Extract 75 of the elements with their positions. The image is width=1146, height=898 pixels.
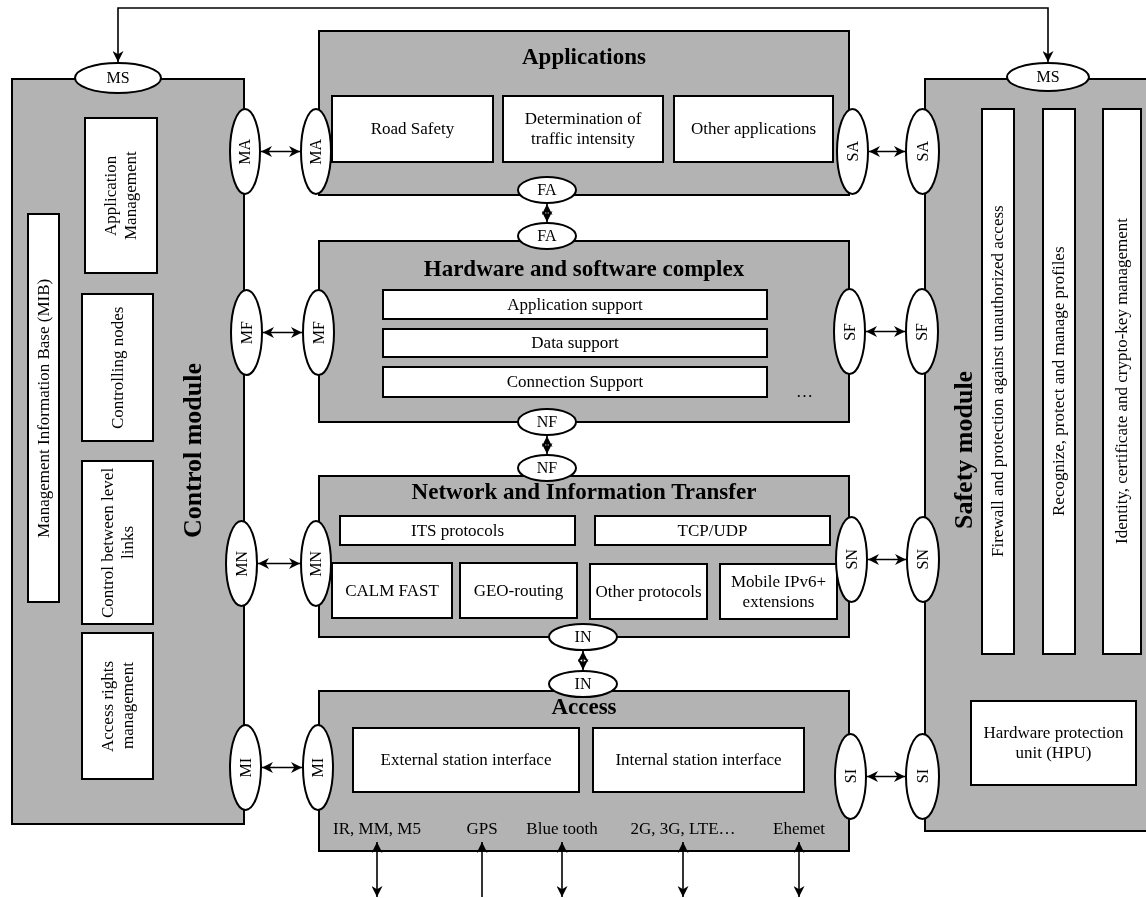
- function-box: Recognize, protect and manage profiles: [1042, 108, 1076, 655]
- panel-title: Hardware and software complex: [422, 256, 746, 282]
- function-box: Internal station interface: [592, 727, 805, 793]
- function-box: Other protocols: [589, 563, 708, 620]
- double-arrow: [371, 841, 383, 898]
- interface-ellipse: SN: [835, 516, 868, 603]
- interface-ellipse: IN: [548, 670, 618, 698]
- interface-ellipse: MF: [302, 289, 335, 376]
- double-arrow: [261, 762, 303, 773]
- interface-ellipse: SF: [833, 288, 866, 375]
- double-arrow: [112, 7, 1054, 63]
- function-box: Hardware protection unit (HPU): [970, 700, 1137, 786]
- interface-ellipse: MI: [229, 724, 262, 811]
- function-box: Controlling nodes: [81, 293, 154, 442]
- double-arrow: [866, 771, 906, 782]
- interface-ellipse: MS: [1006, 62, 1090, 92]
- function-box: Management Information Base (MIB): [27, 213, 60, 603]
- interface-ellipse: NF: [517, 408, 577, 436]
- double-arrow: [868, 146, 906, 157]
- function-box: ITS protocols: [339, 515, 576, 546]
- interface-ellipse: SA: [836, 108, 869, 195]
- double-arrow: [556, 841, 568, 898]
- interface-ellipse: MN: [300, 520, 332, 607]
- function-box: External station interface: [352, 727, 580, 793]
- interface-ellipse: FA: [517, 176, 577, 204]
- interface-ellipse: SA: [905, 108, 940, 195]
- interface-ellipse: SN: [906, 516, 940, 603]
- double-arrow: [260, 146, 301, 157]
- function-box: Connection Support: [382, 366, 768, 398]
- function-box: CALM FAST: [331, 562, 453, 619]
- double-arrow: [793, 841, 805, 898]
- function-box: Control between level links: [81, 460, 154, 625]
- interface-label: IR, MM, M5: [327, 816, 427, 842]
- double-arrow: [257, 558, 301, 569]
- interface-label: 2G, 3G, LTE…: [625, 816, 741, 842]
- function-box: Road Safety: [331, 95, 494, 163]
- function-box: GEO-routing: [459, 562, 578, 619]
- interface-label: GPS: [460, 816, 504, 842]
- panel-title: Applications: [521, 44, 647, 70]
- ellipsis-text: …: [796, 382, 813, 402]
- function-box: Mobile IPv6+ extensions: [719, 563, 838, 620]
- double-arrow: [577, 650, 589, 671]
- function-box: Determination of traffic intensity: [502, 95, 664, 163]
- interface-label: Blue tooth: [520, 816, 604, 842]
- interface-ellipse: MS: [74, 62, 162, 94]
- arrow: [476, 841, 488, 898]
- interface-ellipse: MN: [225, 520, 258, 607]
- double-arrow: [677, 841, 689, 898]
- interface-ellipse: MA: [300, 108, 332, 195]
- panel-title: Control module: [177, 361, 208, 540]
- interface-ellipse: IN: [548, 623, 618, 651]
- interface-ellipse: MA: [229, 108, 261, 195]
- function-box: TCP/UDP: [594, 515, 831, 546]
- double-arrow: [262, 327, 303, 338]
- function-box: Identity, certificate and crypto-key management: [1102, 108, 1142, 655]
- function-box: Firewall and protection against unauthorized access: [981, 108, 1015, 655]
- function-box: Application support: [382, 289, 768, 320]
- double-arrow: [865, 326, 906, 337]
- double-arrow: [541, 203, 553, 223]
- function-box: Other applications: [673, 95, 834, 163]
- interface-ellipse: NF: [517, 454, 577, 482]
- interface-ellipse: FA: [517, 222, 577, 250]
- interface-label: Ehemet: [764, 816, 834, 842]
- interface-ellipse: MF: [230, 289, 263, 376]
- interface-ellipse: MI: [302, 724, 334, 811]
- double-arrow: [541, 435, 553, 455]
- panel-title: Network and Information Transfer: [410, 479, 758, 505]
- interface-ellipse: SI: [905, 733, 940, 820]
- function-box: Data support: [382, 328, 768, 358]
- interface-ellipse: SI: [834, 733, 867, 820]
- double-arrow: [867, 554, 907, 565]
- interface-ellipse: SF: [905, 288, 939, 375]
- panel-title: Safety module: [948, 369, 979, 532]
- function-box: Access rights management: [81, 632, 154, 780]
- function-box: Application Management: [84, 117, 158, 274]
